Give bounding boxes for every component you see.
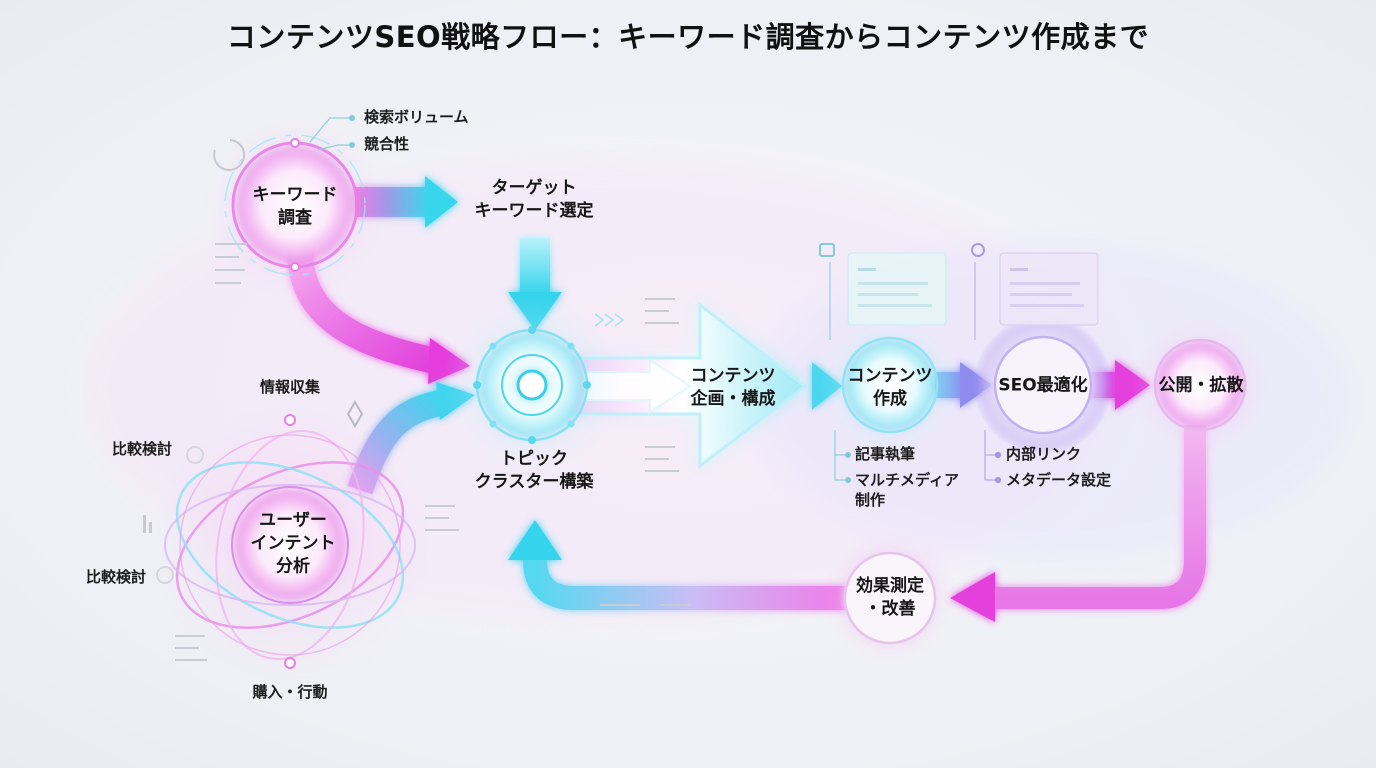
- node-topic-cluster[interactable]: [442, 295, 622, 475]
- annotation-info-gathering: 情報収集: [259, 378, 321, 396]
- node-measurement[interactable]: [822, 530, 958, 666]
- annotation-comparison-2: 比較検討: [86, 568, 147, 586]
- decorative-data-lines: [175, 243, 690, 661]
- node-content-creation[interactable]: [818, 313, 962, 457]
- annotation-search-volume: 検索ボリューム: [364, 108, 469, 126]
- node-seo-optimization[interactable]: [973, 315, 1113, 455]
- creation-info-panel: [819, 243, 947, 340]
- label-measurement: 効果測定 ・改善: [856, 576, 924, 619]
- page-title: コンテンツSEO戦略フロー：キーワード調査からコンテンツ作成まで: [226, 20, 1150, 54]
- label-seo-optimization: SEO最適化: [998, 375, 1088, 396]
- label-user-intent: ユーザー インテント 分析: [250, 510, 336, 577]
- annotation-meta-data: メタデータ設定: [1006, 471, 1112, 489]
- annotation-multimedia: マルチメディア 制作: [855, 471, 959, 509]
- arrow-return-loop: [508, 425, 1206, 622]
- annotation-purchase-action: 購入・行動: [252, 683, 328, 701]
- annotation-comparison-1: 比較検討: [112, 440, 173, 458]
- annotation-connectors: [309, 114, 1002, 484]
- label-publish: 公開・拡散: [1158, 375, 1244, 396]
- node-keyword-research[interactable]: [203, 113, 387, 297]
- label-keyword-research: キーワード 調査: [252, 185, 338, 228]
- label-topic-cluster: トピック クラスター構築: [474, 449, 594, 492]
- annotation-internal-links: 内部リンク: [1006, 445, 1082, 463]
- label-content-creation: コンテンツ 作成: [847, 366, 933, 409]
- node-user-intent[interactable]: [143, 400, 430, 685]
- label-target-keyword: ターゲット キーワード選定: [474, 178, 594, 221]
- label-content-planning: コンテンツ 企画・構成: [690, 366, 776, 409]
- annotation-article-writing: 記事執筆: [855, 445, 916, 463]
- annotation-competition: 競合性: [364, 135, 410, 153]
- node-publish[interactable]: [1132, 317, 1268, 453]
- seo-info-panel: [971, 243, 1099, 340]
